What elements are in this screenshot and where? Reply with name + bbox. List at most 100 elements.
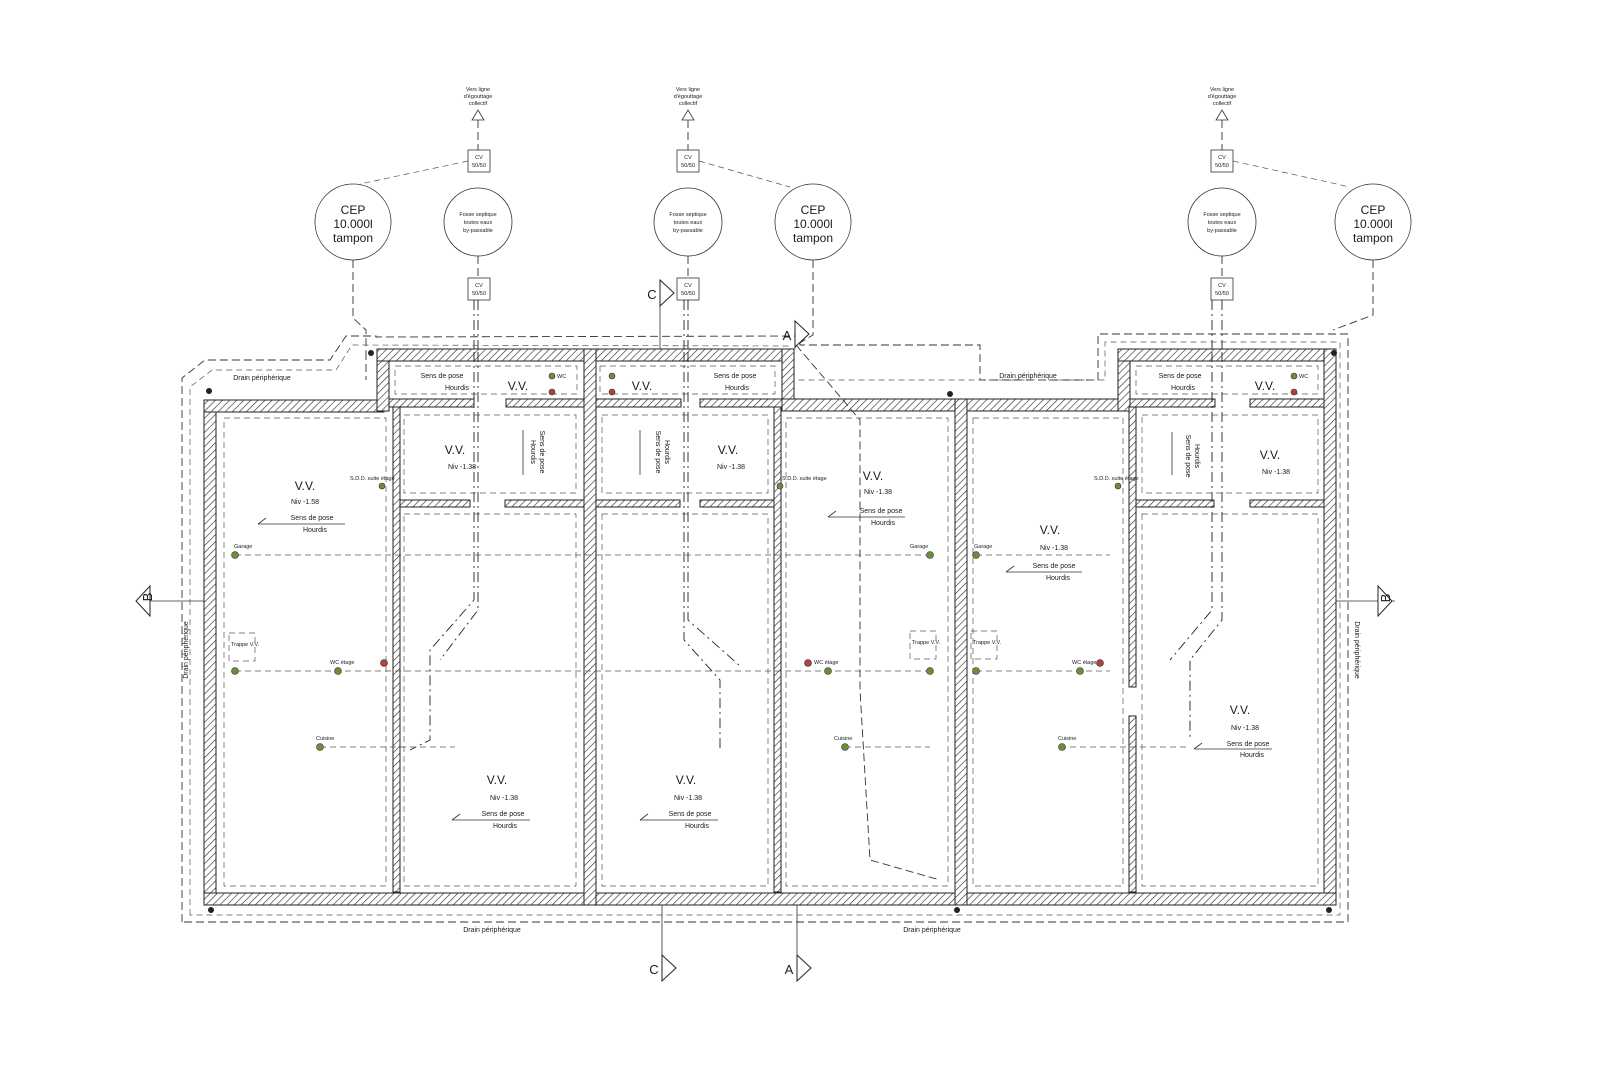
level-label: Niv -1.38 [490, 795, 518, 802]
sewer-label: Vers ligne [676, 87, 700, 93]
sewer-label: d'égouttage [1208, 94, 1237, 100]
perimeter-drain: Drain périphérique Drain périphérique Dr… [181, 333, 1360, 934]
sewer-label: collectif [679, 101, 698, 107]
septic-label: toutes eaux [674, 220, 703, 226]
wall [203, 399, 217, 906]
wall [203, 892, 1337, 906]
sdd-point [378, 482, 386, 490]
section-arrow-icon [659, 278, 675, 308]
cv-box-lower-2: CV 50/50 [676, 256, 700, 301]
arrow-up-icon [1215, 109, 1229, 121]
sens-label: Sens de pose [654, 431, 661, 474]
sewer-connection-3: Vers ligne d'égouttage collectif CV 50/5… [1208, 87, 1237, 173]
wall [376, 348, 790, 362]
party-wall [583, 348, 597, 906]
vv-label: V.V. [676, 773, 696, 787]
cv-label: CV [475, 283, 483, 289]
septic-tank-3: Fosse septique toutes eaux by-passable [1187, 187, 1257, 257]
sens-label: Sens de pose [714, 373, 757, 380]
fixture-label: WC [557, 374, 566, 380]
interior-pipes [235, 344, 1223, 881]
hourdis-label: Hourdis [663, 440, 670, 465]
level-label: Niv -1.38 [1040, 545, 1068, 552]
fixture-label: S.D.D. suite étage [1094, 476, 1139, 482]
interior-wall [1249, 398, 1325, 408]
hourdis-label: Hourdis [1193, 444, 1200, 469]
hourdis-label: Hourdis [1046, 575, 1071, 582]
level-label: Niv -1.38 [674, 795, 702, 802]
wc-point [380, 659, 388, 667]
septic-label: by-passable [1207, 228, 1237, 234]
tank-connections [352, 160, 1374, 352]
fixture-label: Trappe V.V. [973, 640, 1002, 646]
section-marker-a-top: A [783, 319, 810, 349]
section-arrow-icon [135, 584, 151, 618]
sewer-label: d'égouttage [674, 94, 703, 100]
garage-drain-point [972, 551, 980, 559]
sdd-point [1114, 482, 1122, 490]
sewer-label: collectif [1213, 101, 1232, 107]
level-label: Niv -1.38 [864, 489, 892, 496]
hourdis-label: Hourdis [303, 527, 328, 534]
drain-point [926, 667, 934, 675]
sens-label: Sens de pose [1184, 435, 1191, 478]
sens-label: Sens de pose [1159, 373, 1202, 380]
section-letter: A [785, 962, 794, 977]
vv-label: V.V. [718, 443, 738, 457]
septic-label: Fosse septique [459, 212, 496, 218]
interior-wall [773, 406, 782, 893]
fixture-label: WC [1299, 374, 1308, 380]
drain-label: Drain périphérique [1353, 621, 1360, 679]
sens-label: Sens de pose [1227, 741, 1270, 748]
cv-box-lower-1: CV 50/50 [467, 256, 491, 301]
fixture-label: Garage [974, 544, 992, 550]
wall [781, 398, 1120, 412]
drain-label: Drain périphérique [233, 375, 291, 382]
section-marker-b-left: B [135, 584, 204, 618]
wc-drain-point [608, 372, 616, 380]
level-label: Niv -1.38 [1231, 725, 1259, 732]
interior-wall [1128, 715, 1137, 893]
wc-point [804, 659, 812, 667]
fixture-label: Cuisine [1058, 736, 1076, 742]
section-letter: C [647, 287, 656, 302]
section-marker-b-right: B [1336, 584, 1395, 618]
fixture-label: Garage [910, 544, 928, 550]
hourdis-label: Hourdis [871, 520, 896, 527]
wall [203, 399, 385, 413]
drain-point [334, 667, 342, 675]
party-wall [954, 398, 968, 906]
section-letter: A [783, 328, 792, 343]
section-marker-c-top: C [647, 278, 675, 349]
cep-label: tampon [333, 231, 373, 245]
room-labels: V.V. Niv -1.58 Sens de pose Hourdis V.V.… [257, 373, 1290, 830]
section-letter: B [1378, 594, 1393, 603]
interior-wall [699, 398, 783, 408]
septic-tank-2: Fosse septique toutes eaux by-passable [653, 187, 723, 257]
cep-label: 10.000l [1353, 217, 1392, 231]
vv-label: V.V. [1040, 523, 1060, 537]
level-label: Niv -1.38 [1262, 469, 1290, 476]
sewer-connection-1: Vers ligne d'égouttage collectif CV 50/5… [464, 87, 493, 173]
corner-points [206, 350, 1337, 913]
drain-label: Drain périphérique [999, 373, 1057, 380]
hourdis-label: Hourdis [529, 440, 536, 465]
section-arrow-icon [794, 319, 810, 349]
garage-drain-point [231, 551, 239, 559]
section-arrow-icon [661, 953, 677, 983]
cep-label: CEP [801, 203, 826, 217]
cv-label: 50/50 [472, 163, 486, 169]
kitchen-drain-point [1058, 743, 1066, 751]
hourdis-label: Hourdis [493, 823, 518, 830]
fixture-label: WC étage [814, 660, 838, 666]
sewer-connection-2: Vers ligne d'égouttage collectif CV 50/5… [674, 87, 703, 173]
sens-label: Sens de pose [669, 811, 712, 818]
septic-label: toutes eaux [1208, 220, 1237, 226]
drain-label: Drain périphérique [463, 927, 521, 934]
hourdis-label: Hourdis [725, 385, 750, 392]
fixture-label: S.D.D. suite étage [350, 476, 395, 482]
fixtures: Garage Garage Garage WC étage WC étage W… [228, 372, 1308, 751]
sewer-label: d'égouttage [464, 94, 493, 100]
trappe-hatch [228, 632, 256, 662]
interior-wall [1128, 406, 1137, 688]
